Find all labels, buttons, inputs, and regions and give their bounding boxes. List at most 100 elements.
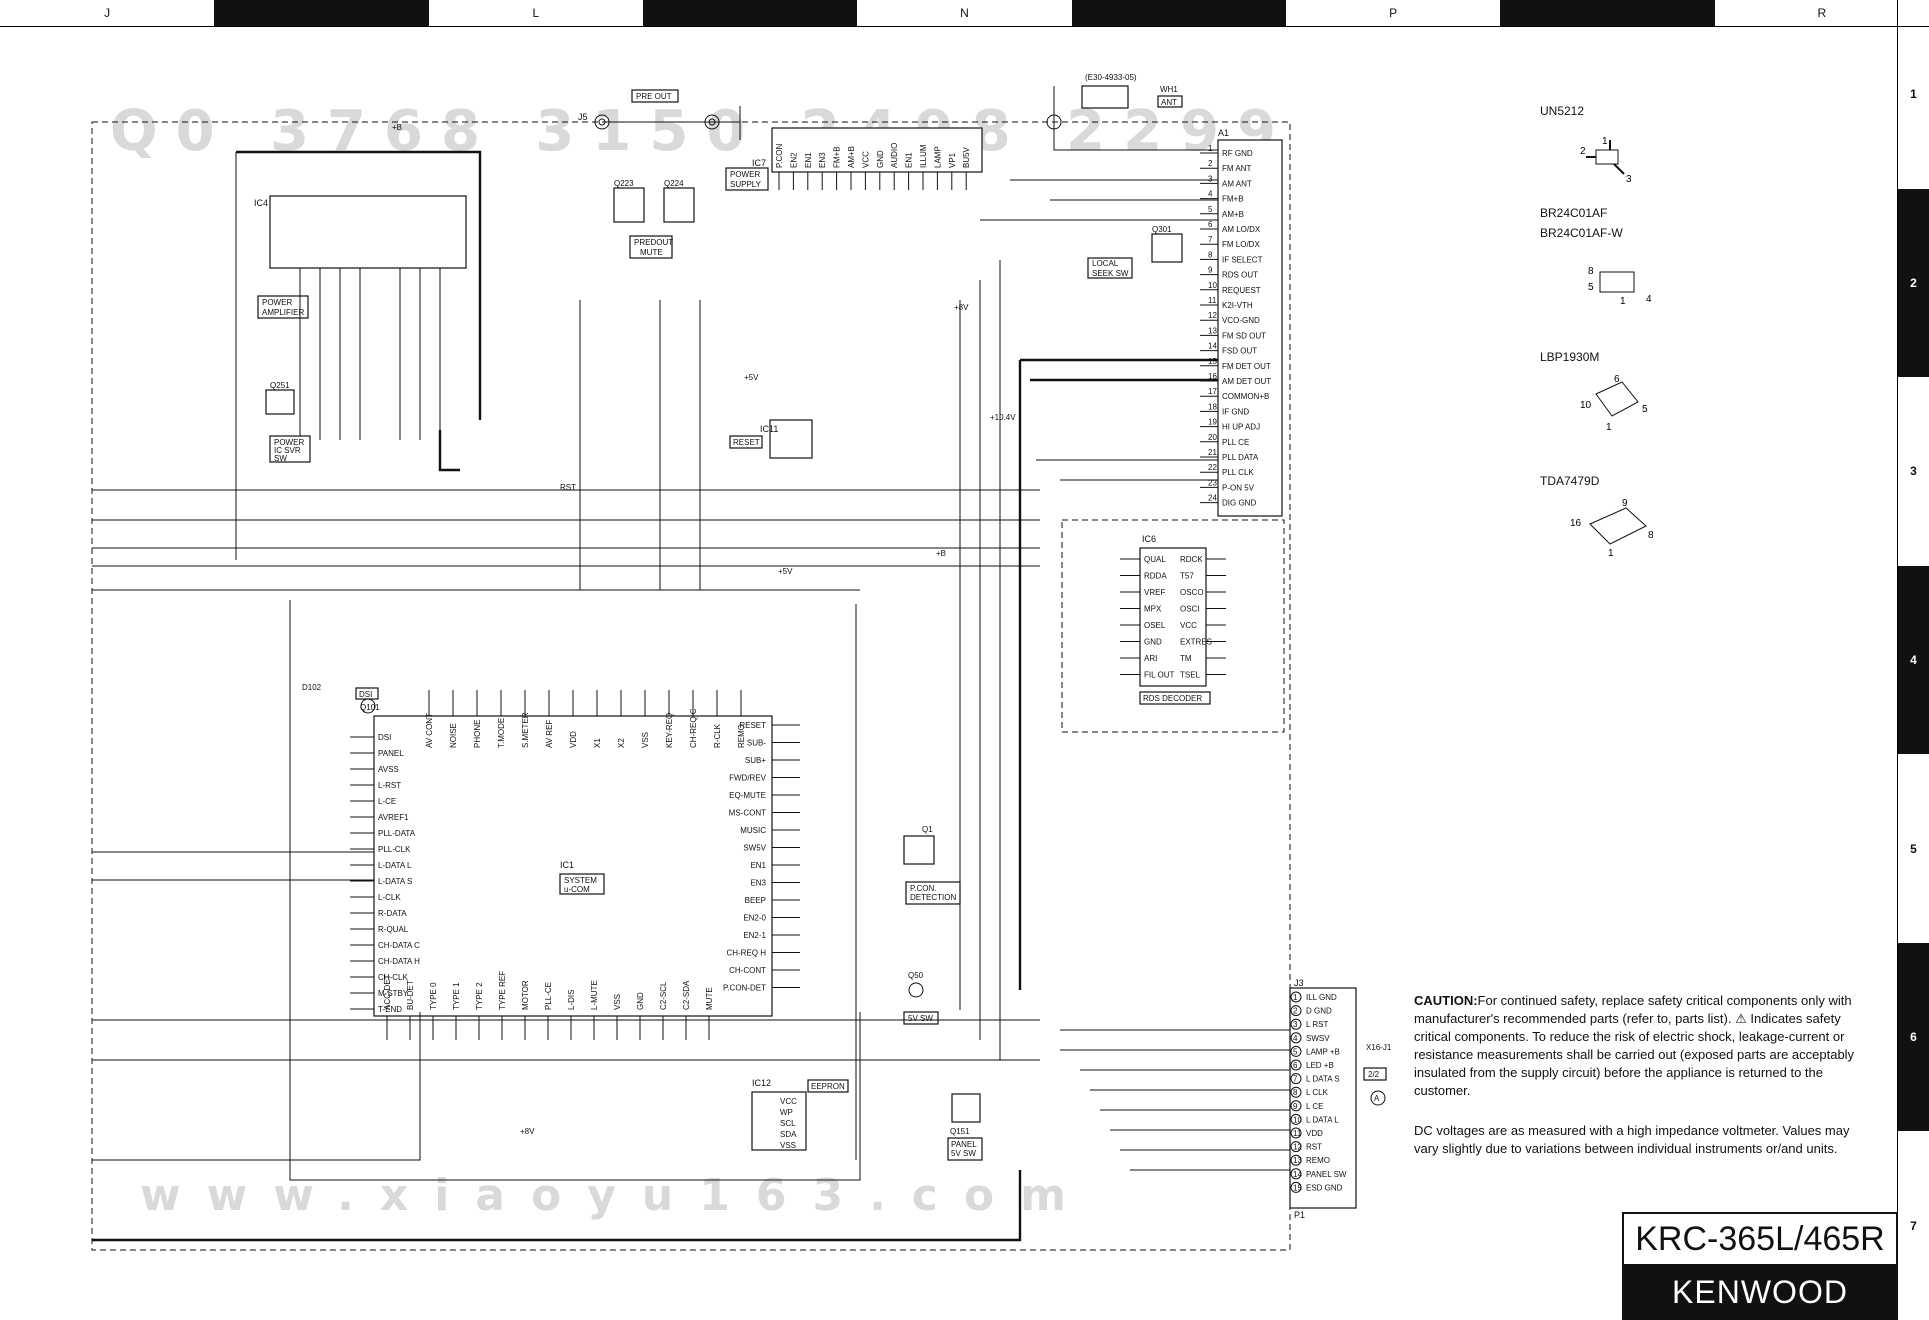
j3-pin-label: RST xyxy=(1306,1143,1322,1152)
a1-pin-number: 17 xyxy=(1208,387,1217,396)
ic1-bottom-pin: GND xyxy=(636,992,645,1010)
row-label-4: 4 xyxy=(1897,565,1929,755)
a1-pin-number: 24 xyxy=(1208,494,1217,503)
svg-text:8: 8 xyxy=(1588,266,1594,277)
row-label-5: 5 xyxy=(1897,754,1929,943)
j3-pin-number: 6 xyxy=(1293,1061,1298,1070)
ic1-top-pin: PHONE xyxy=(473,720,482,748)
ic7-pin-label: VCC xyxy=(861,151,870,168)
package-br24c01af-label: BR24C01AF xyxy=(1540,206,1608,220)
ic1-top-pin: S.METER xyxy=(521,712,530,748)
svg-text:DSI: DSI xyxy=(359,690,372,699)
ic1-top-pin: VDD xyxy=(569,731,578,748)
caution-note: CAUTION:For continued safety, replace sa… xyxy=(1414,992,1870,1100)
j3-pin-label: L CLK xyxy=(1306,1088,1329,1097)
a1-pin-label: COMMON+B xyxy=(1222,392,1269,401)
ic1-bottom-pin: MUTE xyxy=(705,987,714,1010)
j3-pin-number: 12 xyxy=(1293,1143,1302,1152)
a1-pin-number: 7 xyxy=(1208,235,1213,244)
j3-pin-circle xyxy=(1290,1127,1302,1139)
a1-pin-number: 16 xyxy=(1208,372,1217,381)
svg-text:2/2: 2/2 xyxy=(1368,1070,1380,1079)
j3-pin-label: SWSV xyxy=(1306,1034,1330,1043)
svg-text:AMPLIFIER: AMPLIFIER xyxy=(262,308,304,317)
ic1-left-pin: L-DATA S xyxy=(378,877,412,886)
ic1-right-pin: EN1 xyxy=(750,861,766,870)
a1-pin-number: 20 xyxy=(1208,433,1217,442)
predout-mute: Q223 Q224 PREDOUT MUTE xyxy=(613,179,695,259)
ic1-left-pin: PLL-CLK xyxy=(378,845,411,854)
a1-pin-number: 11 xyxy=(1208,296,1217,305)
j3-pin-circle xyxy=(1290,1113,1302,1125)
rail-label: +10.4V xyxy=(990,413,1016,422)
ic7-pin-label: BU5V xyxy=(962,146,971,168)
package-un5212-icon: 1 2 3 xyxy=(1580,136,1632,185)
a1-pin-number: 23 xyxy=(1208,478,1217,487)
svg-text:Q224: Q224 xyxy=(664,179,684,188)
ic1-bottom-pin: TYPE 0 xyxy=(429,982,438,1010)
ic1-left-pin: L-CE xyxy=(378,797,396,806)
row-label-3: 3 xyxy=(1897,377,1929,566)
j3-pin-number: 10 xyxy=(1293,1115,1302,1124)
ic1-left-pin: PLL-DATA xyxy=(378,829,416,838)
ic1-bottom-pin: MOTOR xyxy=(521,980,530,1010)
ic11-reset: IC11 RESET xyxy=(729,419,813,459)
svg-text:PREDOUT: PREDOUT xyxy=(634,238,673,247)
svg-text:SUPPLY: SUPPLY xyxy=(730,180,762,189)
svg-text:10: 10 xyxy=(1580,400,1592,411)
a1-pin-number: 21 xyxy=(1208,448,1217,457)
a1-pin-label: RDS OUT xyxy=(1222,271,1258,280)
j3-pin-number: 15 xyxy=(1293,1183,1302,1192)
ic6-right-pin: RDCK xyxy=(1180,555,1203,564)
svg-text:POWER: POWER xyxy=(262,298,292,307)
ic1-right-pin: SUB- xyxy=(747,739,766,748)
svg-text:POWER: POWER xyxy=(274,438,304,447)
column-label-l: L xyxy=(428,0,643,27)
svg-text:Q101: Q101 xyxy=(360,703,380,712)
a1-pin-label: AM ANT xyxy=(1222,179,1252,188)
j3-pin-label: VDD xyxy=(1306,1129,1323,1138)
ic12-pin-label: WP xyxy=(780,1108,793,1117)
ic1-left-pin: L-RST xyxy=(378,781,401,790)
j3-pin-label: L RST xyxy=(1306,1020,1328,1029)
ic1-top-pin: REMO xyxy=(737,724,746,748)
j3-pin-circle xyxy=(1290,1059,1302,1071)
ic1-bottom-pin: TYPE REF xyxy=(498,971,507,1010)
j3-pin-circle xyxy=(1290,1073,1302,1085)
ic6-left-pin: MPX xyxy=(1144,605,1162,614)
a1-pin-number: 3 xyxy=(1208,174,1213,183)
j3-pin-number: 4 xyxy=(1293,1034,1298,1043)
package-tda7479d-icon: 16 9 8 1 xyxy=(1570,498,1654,559)
svg-text:D102: D102 xyxy=(302,683,322,692)
j3-pin-circle xyxy=(1290,1168,1302,1180)
j3-pin-number: 3 xyxy=(1293,1020,1298,1029)
ic1-bottom-pin: TYPE 2 xyxy=(475,982,484,1010)
package-tda7479d-label: TDA7479D xyxy=(1540,474,1600,488)
ic6-left-pin: VREF xyxy=(1144,588,1165,597)
rail-label: +B xyxy=(392,123,402,132)
svg-text:WH1: WH1 xyxy=(1160,85,1178,94)
a1-pin-label: FM+B xyxy=(1222,195,1244,204)
ic1-right-pin: BEEP xyxy=(745,896,766,905)
a1-pin-label: HI UP ADJ xyxy=(1222,423,1260,432)
ic6-right-pin: TSEL xyxy=(1180,671,1201,680)
a1-pin-label: REQUEST xyxy=(1222,286,1261,295)
j3-pin-circle xyxy=(1290,1005,1302,1017)
svg-text:(E30-4933-05): (E30-4933-05) xyxy=(1085,73,1137,82)
package-br24c01af-icon: 8 5 4 1 xyxy=(1588,266,1652,306)
ic1-left-pin: R-QUAL xyxy=(378,925,409,934)
j3-pin-number: 8 xyxy=(1293,1088,1298,1097)
ic7-pin-label: EN1 xyxy=(905,152,914,168)
watermark-bottom-text: www.xiaoyu163.com xyxy=(140,1170,1092,1221)
ic6-left-pin: RDDA xyxy=(1144,572,1167,581)
ic1-right-pin: CH-CONT xyxy=(729,966,766,975)
svg-text:9: 9 xyxy=(1622,498,1628,509)
a1-pin-label: VCO-GND xyxy=(1222,316,1260,325)
ic1-top-pin: KEY-REQ xyxy=(665,713,674,748)
a1-pin-number: 18 xyxy=(1208,402,1217,411)
svg-text:ANT: ANT xyxy=(1161,98,1177,107)
ic1-top-pin: R-CLK xyxy=(713,723,722,748)
ic1-left-pin: AVREF1 xyxy=(378,813,409,822)
